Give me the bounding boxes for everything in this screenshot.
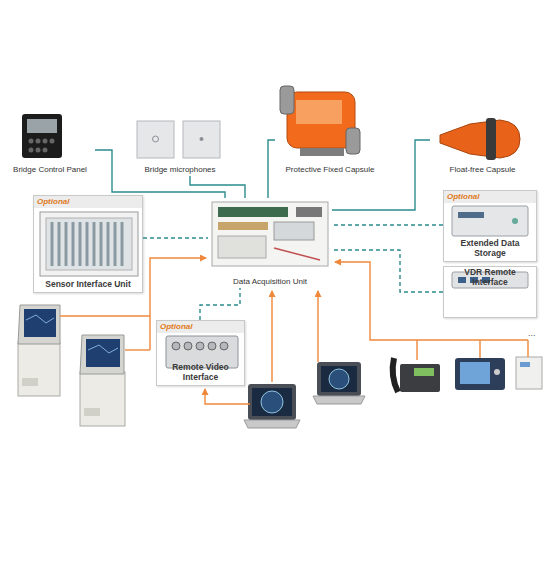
optional-tag: Optional <box>444 191 536 203</box>
panel-screen <box>27 119 57 133</box>
circuit-board <box>218 236 266 258</box>
unit-label: Sensor Interface Unit <box>43 279 133 292</box>
capsule-band <box>486 118 496 160</box>
storage-port <box>458 212 484 218</box>
optional-link <box>332 250 443 292</box>
microphone-button <box>153 136 159 142</box>
unit-label: VDR Remote Interface <box>458 267 522 290</box>
optional-link <box>200 288 240 320</box>
device-label: Protective Fixed Capsule <box>286 165 375 176</box>
data-link <box>268 140 275 198</box>
connector-block <box>296 207 322 217</box>
panel-button <box>43 148 48 153</box>
terminal-strip <box>218 222 268 230</box>
unit-label: Extended Data Storage <box>453 238 527 261</box>
console-symbol <box>80 335 125 426</box>
capsule-cap <box>346 128 360 154</box>
capsule-label-area <box>296 100 342 124</box>
optional-link <box>332 224 443 225</box>
video-connectors <box>172 342 228 350</box>
acquisition-unit-symbol <box>212 202 328 266</box>
capsule-cap <box>280 86 294 114</box>
device-label: Data Acquisition Unit <box>233 277 307 288</box>
radar-display-symbol <box>244 384 300 428</box>
control-panel-symbol <box>22 114 62 158</box>
unit-label: Remote Video Interface <box>157 362 244 385</box>
device-label: Bridge microphones <box>144 165 215 176</box>
internal-wire <box>274 248 320 260</box>
panel-button <box>50 139 55 144</box>
rack-slots <box>46 218 132 270</box>
panel-button <box>43 139 48 144</box>
sensor-box-symbol <box>516 357 542 389</box>
device-label: Float-free Capsule <box>450 165 516 176</box>
console-symbol <box>18 305 60 396</box>
circuit-board <box>274 222 314 240</box>
fixed-capsule: Protective Fixed Capsule <box>275 75 385 176</box>
float-free-capsule-symbol <box>440 120 520 158</box>
optional-unit-box: OptionalRemote Video Interface <box>156 320 245 386</box>
rack-cards <box>52 222 122 266</box>
panel-button <box>29 139 34 144</box>
interface-box: VDR Remote Interface <box>443 266 537 318</box>
navigation-unit-symbol <box>455 358 505 390</box>
terminal-strip <box>218 207 288 217</box>
data-link <box>190 176 245 198</box>
panel-button <box>29 148 34 153</box>
float-free-capsule: Float-free Capsule <box>430 110 535 176</box>
optional-tag: Optional <box>157 321 244 333</box>
radar-display-symbol <box>313 362 365 404</box>
device-label: Bridge Control Panel <box>13 165 87 176</box>
continuation-mark: ... <box>528 328 536 338</box>
capsule-mount <box>300 148 344 156</box>
acquisition-unit: Data Acquisition Unit <box>208 198 332 288</box>
optional-link <box>143 237 208 238</box>
microphone-grille <box>200 137 204 141</box>
radio-symbol <box>393 358 440 392</box>
microphone-unit: Bridge microphones <box>130 112 230 176</box>
storage-symbol <box>452 206 528 236</box>
microphone-symbol <box>183 121 220 158</box>
optional-unit-box: OptionalExtended Data Storage <box>443 190 537 262</box>
panel-button <box>36 148 41 153</box>
rack-symbol <box>40 212 138 276</box>
microphone-symbol <box>137 121 174 158</box>
data-link <box>332 140 430 210</box>
data-link <box>95 150 225 198</box>
network-port <box>458 277 466 283</box>
optional-unit-box: OptionalSensor Interface Unit <box>33 195 143 293</box>
capsule-symbol <box>287 92 355 148</box>
optional-tag: Optional <box>34 196 142 208</box>
bridge-control-panel: Bridge Control Panel <box>5 112 95 176</box>
panel-button <box>36 139 41 144</box>
storage-led <box>512 218 518 224</box>
